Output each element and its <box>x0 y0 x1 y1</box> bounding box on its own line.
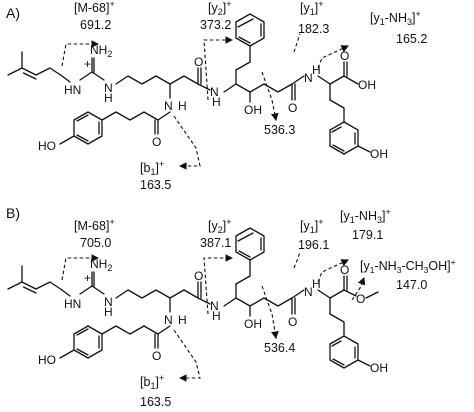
panel-b-nh-n: N <box>104 295 113 309</box>
panel-b-b1-arrow <box>173 329 201 382</box>
panel-b-n2: N <box>210 299 219 313</box>
panel-a-nh2: NH2 <box>90 43 112 59</box>
panel-b-y1-ion: [y1]+ <box>300 217 324 235</box>
panel-a-o-statine: O <box>288 101 297 115</box>
panel-b-nh-h: H <box>104 305 113 319</box>
panel-b-n1: N <box>164 313 173 327</box>
panel-a-y1-ion: [y1]+ <box>300 0 324 17</box>
panel-b-ester-me <box>365 291 379 299</box>
panel-a-m68-mz: 691.2 <box>80 18 111 32</box>
panel-b-o-ester: O <box>340 263 349 277</box>
panel-a-y2-arrow <box>203 36 234 101</box>
panel-b-internal-mz: 536.4 <box>264 341 295 355</box>
panel-a-h1: H <box>178 99 187 113</box>
panel-a-o-acid: O <box>340 49 349 63</box>
panel-b-m68-ion: [M-68]+ <box>74 217 115 233</box>
panel-a-y1nh3-ion: [y1-NH3]+ <box>370 9 421 27</box>
panel-a-m68-ion: [M-68]+ <box>74 0 115 15</box>
panel-b-m68-arrow <box>61 254 100 281</box>
panel-b-y1nh3-mz: 179.1 <box>352 228 383 242</box>
panel-b-b1-mz: 163.5 <box>140 395 171 409</box>
panel-a-oh-acid: OH <box>358 78 376 92</box>
panel-b-y1nh3ch3oh-ion: [y1-NH3-CH3OH]+ <box>360 257 456 275</box>
panel-b-h1: H <box>178 313 187 327</box>
panel-a-hn: HN <box>64 83 81 97</box>
panel-a-o-butanoyl: O <box>152 135 161 149</box>
panel-a-y1-arrow <box>293 33 301 53</box>
panel-b-y1-mz: 196.1 <box>298 238 329 252</box>
panel-a-oh-tyr: OH <box>370 147 388 161</box>
panel-b-o-butanoyl: O <box>152 349 161 363</box>
panel-b-internal-arrow <box>261 285 279 340</box>
panel-a-y1nh3-mz: 165.2 <box>396 32 427 46</box>
panel-b-oh-tyr: OH <box>370 361 388 375</box>
panel-a-h3: H <box>312 63 321 77</box>
panel-a-h2: H <box>212 95 221 109</box>
panel-a-b1-ion: [b1]+ <box>140 159 164 177</box>
panel-a-y2-mz: 373.2 <box>200 18 231 32</box>
panel-a-cooh-bond2 <box>343 75 359 85</box>
panel-b-m68-mz: 705.0 <box>80 236 111 250</box>
panel-b-hn: HN <box>64 297 81 311</box>
panel-b-nh2: NH2 <box>90 257 112 273</box>
panel-a-n1: N <box>164 99 173 113</box>
panel-b-ester-o <box>343 289 357 297</box>
panel-a-oh-statine: OH <box>244 103 262 117</box>
panel-b-h3: H <box>312 277 321 291</box>
panel-a-ho-phenol: HO <box>38 139 56 153</box>
panel-a-plus: + <box>84 57 91 71</box>
panel-a-y1-mz: 182.3 <box>298 22 329 36</box>
panel-a: A) NH2 + HN N H O N H N H O OH O N H O O… <box>6 0 427 192</box>
panel-a-nh-n: N <box>104 81 113 95</box>
panel-a-b1-arrow <box>173 115 201 170</box>
panel-b-label: B) <box>6 205 20 221</box>
panel-a-n3: N <box>304 71 313 85</box>
panel-a-label: A) <box>6 5 20 21</box>
panel-a-o1: O <box>194 55 203 69</box>
panel-a-nh-h: H <box>104 91 113 105</box>
panel-b-y1nh3ch3oh-mz: 147.0 <box>396 278 427 292</box>
panel-b-y2-ion: [y2]+ <box>208 217 232 235</box>
panel-b: B) NH2 + HN N H O N H N H O OH O N H O O… <box>6 205 456 409</box>
panel-b-y1nh3-ion: [y1-NH3]+ <box>340 207 391 225</box>
panel-b-y2-mz: 387.1 <box>200 236 231 250</box>
panel-b-o-ester2: O <box>356 292 365 306</box>
panel-b-n3: N <box>304 285 313 299</box>
panel-a-m68-arrow <box>61 40 100 67</box>
panel-a-y2-ion: [y2]+ <box>208 0 232 17</box>
panel-b-oh-statine: OH <box>244 317 262 331</box>
panel-b-plus: + <box>84 271 91 285</box>
panel-b-y1nh3ch3oh-arrow <box>351 276 366 301</box>
panel-a-internal-mz: 536.3 <box>264 123 295 137</box>
panel-b-ho-phenol: HO <box>38 353 56 367</box>
panel-b-h2: H <box>212 309 221 323</box>
panel-b-b1-ion: [b1]+ <box>140 373 164 391</box>
panel-b-y1-arrow <box>293 251 301 269</box>
panel-a-b1-mz: 163.5 <box>140 178 171 192</box>
panel-a-internal-arrow <box>261 71 279 122</box>
panel-b-o1: O <box>194 269 203 283</box>
panel-b-y2-arrow <box>203 254 234 315</box>
panel-b-o-statine: O <box>288 315 297 329</box>
panel-a-n2: N <box>210 85 219 99</box>
